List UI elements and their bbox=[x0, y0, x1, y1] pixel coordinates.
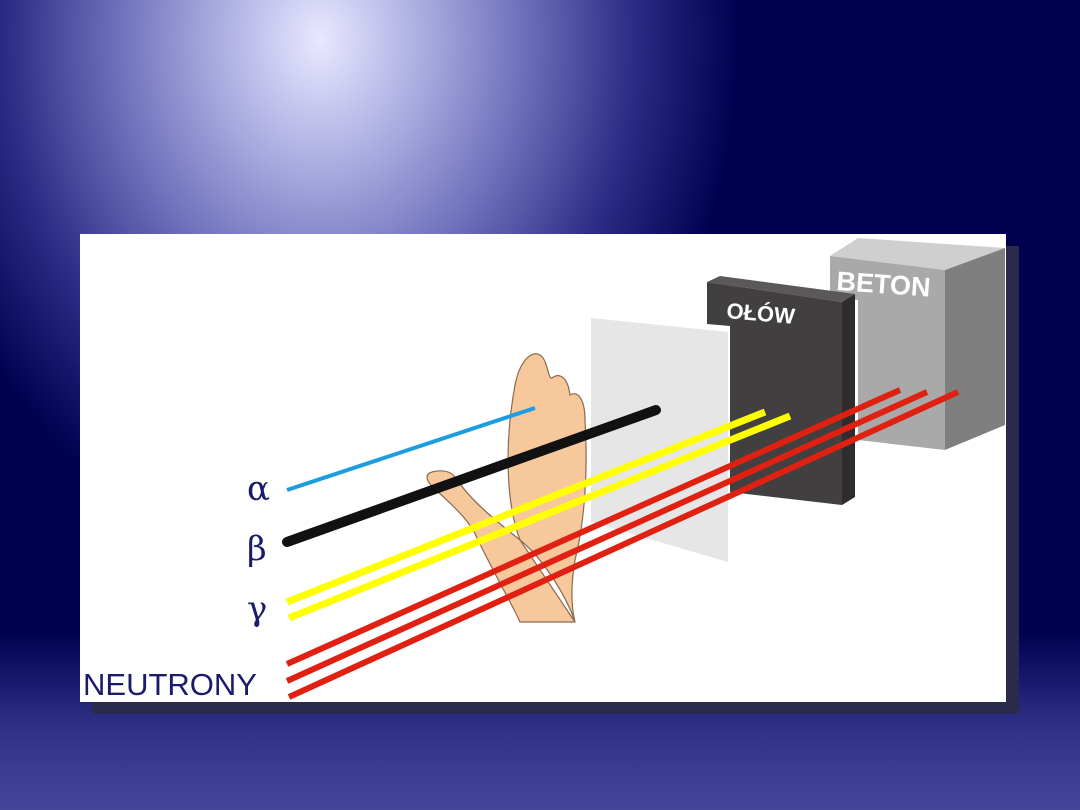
beta-ray bbox=[282, 405, 661, 547]
concrete-block: BETON bbox=[830, 238, 1005, 450]
alpha-ray bbox=[286, 406, 536, 492]
neutrons-label: NEUTRONY bbox=[83, 667, 257, 702]
neutron-ray bbox=[287, 389, 960, 700]
paper-sheet bbox=[591, 318, 728, 562]
lead-block: OŁÓW bbox=[707, 276, 855, 505]
neutron-ray bbox=[285, 389, 929, 684]
neutron-ray bbox=[285, 387, 902, 667]
alpha-label: α bbox=[247, 469, 270, 509]
lead-label: OŁÓW bbox=[726, 298, 797, 329]
gamma-ray bbox=[285, 408, 767, 606]
beta-label: β bbox=[247, 529, 267, 569]
gamma-ray bbox=[287, 412, 792, 622]
hand-illustration bbox=[426, 353, 587, 623]
gamma-label: γ bbox=[247, 589, 267, 629]
